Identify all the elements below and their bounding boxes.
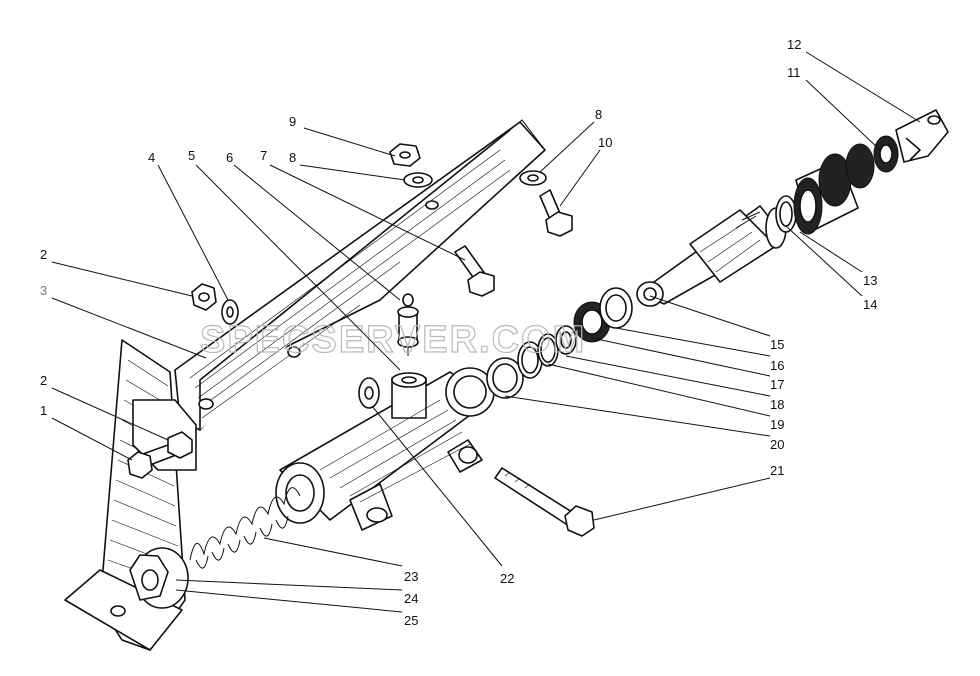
piston-rod <box>636 205 787 307</box>
callout-17: 17 <box>770 377 784 392</box>
washer-8-right <box>519 170 547 186</box>
callout-20: 20 <box>770 437 784 452</box>
bolt-10 <box>539 189 573 237</box>
mounting-bracket <box>64 119 546 651</box>
callout-3: 3 <box>40 283 47 298</box>
callout-16: 16 <box>770 358 784 373</box>
nut-11 <box>873 135 899 173</box>
nut-2-upper <box>191 283 217 311</box>
callout-7: 7 <box>260 148 267 163</box>
leader-lines <box>51 51 921 613</box>
cylinder-body <box>275 367 495 531</box>
ring-15 <box>599 287 633 329</box>
callout-9: 9 <box>289 114 296 129</box>
bolt-1 <box>127 431 193 479</box>
callout-5: 5 <box>188 148 195 163</box>
callout-18: 18 <box>770 397 784 412</box>
callout-21: 21 <box>770 463 784 478</box>
plug-24 <box>129 547 189 609</box>
bolt-21 <box>494 467 595 537</box>
ring-19 <box>517 341 543 379</box>
callout-13: 13 <box>863 273 877 288</box>
callout-24: 24 <box>404 591 418 606</box>
seal-ring-20 <box>486 357 524 399</box>
callout-12: 12 <box>787 37 801 52</box>
callout-1: 1 <box>40 403 47 418</box>
callout-15: 15 <box>770 337 784 352</box>
boot-13 <box>793 143 875 235</box>
ring-14 <box>775 195 797 233</box>
washer-8-left <box>403 172 433 188</box>
watermark-text: SPECSERVER.COM <box>200 319 586 361</box>
washer-4 <box>221 299 239 325</box>
nut-9 <box>389 143 421 167</box>
callout-11: 11 <box>787 65 801 80</box>
callout-22: 22 <box>500 571 514 586</box>
clevis-12 <box>895 109 949 163</box>
callout-2-upper: 2 <box>40 247 47 262</box>
callout-19: 19 <box>770 417 784 432</box>
callout-6: 6 <box>226 150 233 165</box>
callout-8-top: 8 <box>595 107 602 122</box>
washer-22 <box>358 377 380 409</box>
callout-14: 14 <box>863 297 877 312</box>
spring-23 <box>189 487 301 569</box>
callout-4: 4 <box>148 150 155 165</box>
callout-2-lower: 2 <box>40 373 47 388</box>
callout-8: 8 <box>289 150 296 165</box>
callout-23: 23 <box>404 569 418 584</box>
callout-10: 10 <box>598 135 612 150</box>
callout-labels: 12 11 9 8 10 4 5 6 7 8 2 3 2 1 13 14 15 … <box>40 37 877 628</box>
ring-18 <box>537 333 559 367</box>
cup-17 <box>555 325 577 355</box>
bolt-7 <box>454 245 495 297</box>
callout-25: 25 <box>404 613 418 628</box>
